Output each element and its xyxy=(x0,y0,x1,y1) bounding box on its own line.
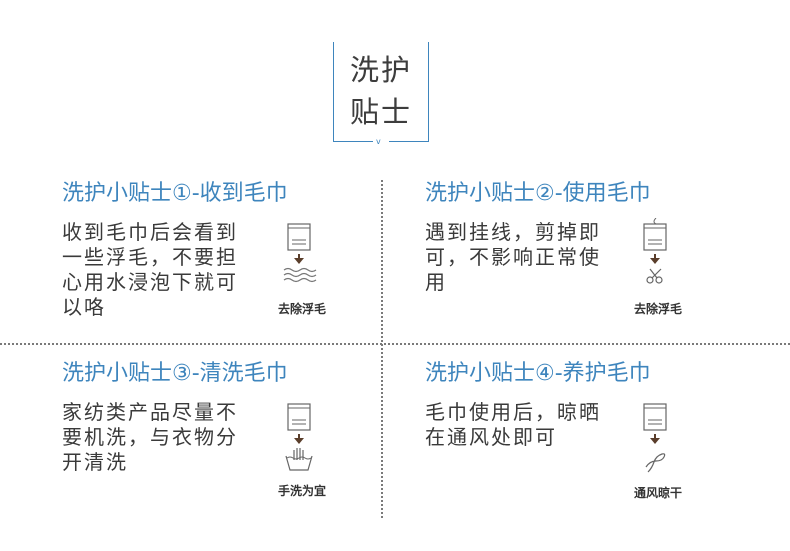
vertical-divider xyxy=(381,180,383,518)
horizontal-divider xyxy=(0,343,790,345)
tip-heading: 洗护小贴士①-收到毛巾 xyxy=(62,181,288,206)
care-icon-group: 手洗为宜 xyxy=(272,398,332,508)
towel-scissors-icon xyxy=(643,218,667,284)
tip-heading: 洗护小贴士④-养护毛巾 xyxy=(425,361,651,386)
tip-body-line: 心用水浸泡下就可 xyxy=(62,270,238,294)
tip-body-line: 家纺类产品尽量不 xyxy=(62,400,238,424)
tip-heading: 洗护小贴士③-清洗毛巾 xyxy=(62,361,288,386)
towel-wind-icon xyxy=(643,403,667,473)
care-icon-group: 去除浮毛 xyxy=(272,218,332,328)
tip-body: 家纺类产品尽量不 要机洗，与衣物分 开清洗 xyxy=(62,400,238,475)
badge-frame-left xyxy=(333,42,334,142)
tip-body-line: 可，不影响正常使 xyxy=(425,245,601,269)
towel-water-icon xyxy=(283,223,317,283)
icon-caption: 手洗为宜 xyxy=(277,484,326,498)
badge-mark: v xyxy=(376,137,381,146)
tip-body-line: 毛巾使用后，晾晒 xyxy=(425,400,601,424)
care-icon-group: 去除浮毛 xyxy=(628,218,688,328)
badge-frame-bottom-left xyxy=(333,141,373,142)
page-title-line-2: 贴士 xyxy=(349,95,412,129)
tip-body: 收到毛巾后会看到 一些浮毛，不要担 心用水浸泡下就可 以咯 xyxy=(62,220,238,320)
tip-body-line: 遇到挂线，剪掉即 xyxy=(425,220,601,244)
tip-body-line: 用 xyxy=(425,270,447,294)
page-title-line-1: 洗护 xyxy=(349,53,412,87)
title-badge: 洗护 贴士 v xyxy=(333,42,429,146)
icon-caption: 去除浮毛 xyxy=(633,302,682,316)
badge-frame-right xyxy=(428,42,429,142)
tip-body-line: 在通风处即可 xyxy=(425,425,557,449)
tip-body-line: 开清洗 xyxy=(62,450,128,474)
icon-caption: 通风晾干 xyxy=(633,486,682,500)
tip-body-line: 收到毛巾后会看到 xyxy=(62,220,238,244)
tip-body: 毛巾使用后，晾晒 在通风处即可 xyxy=(425,400,601,450)
tip-body-line: 要机洗，与衣物分 xyxy=(62,425,238,449)
tip-body-line: 一些浮毛，不要担 xyxy=(62,245,238,269)
icon-caption: 去除浮毛 xyxy=(277,302,326,316)
tip-body-line: 以咯 xyxy=(62,295,106,319)
care-icon-group: 通风晾干 xyxy=(628,398,688,508)
tip-heading: 洗护小贴士②-使用毛巾 xyxy=(425,181,651,206)
tip-body: 遇到挂线，剪掉即 可，不影响正常使 用 xyxy=(425,220,601,295)
towel-handwash-icon xyxy=(285,403,313,471)
badge-frame-bottom-right xyxy=(389,141,429,142)
